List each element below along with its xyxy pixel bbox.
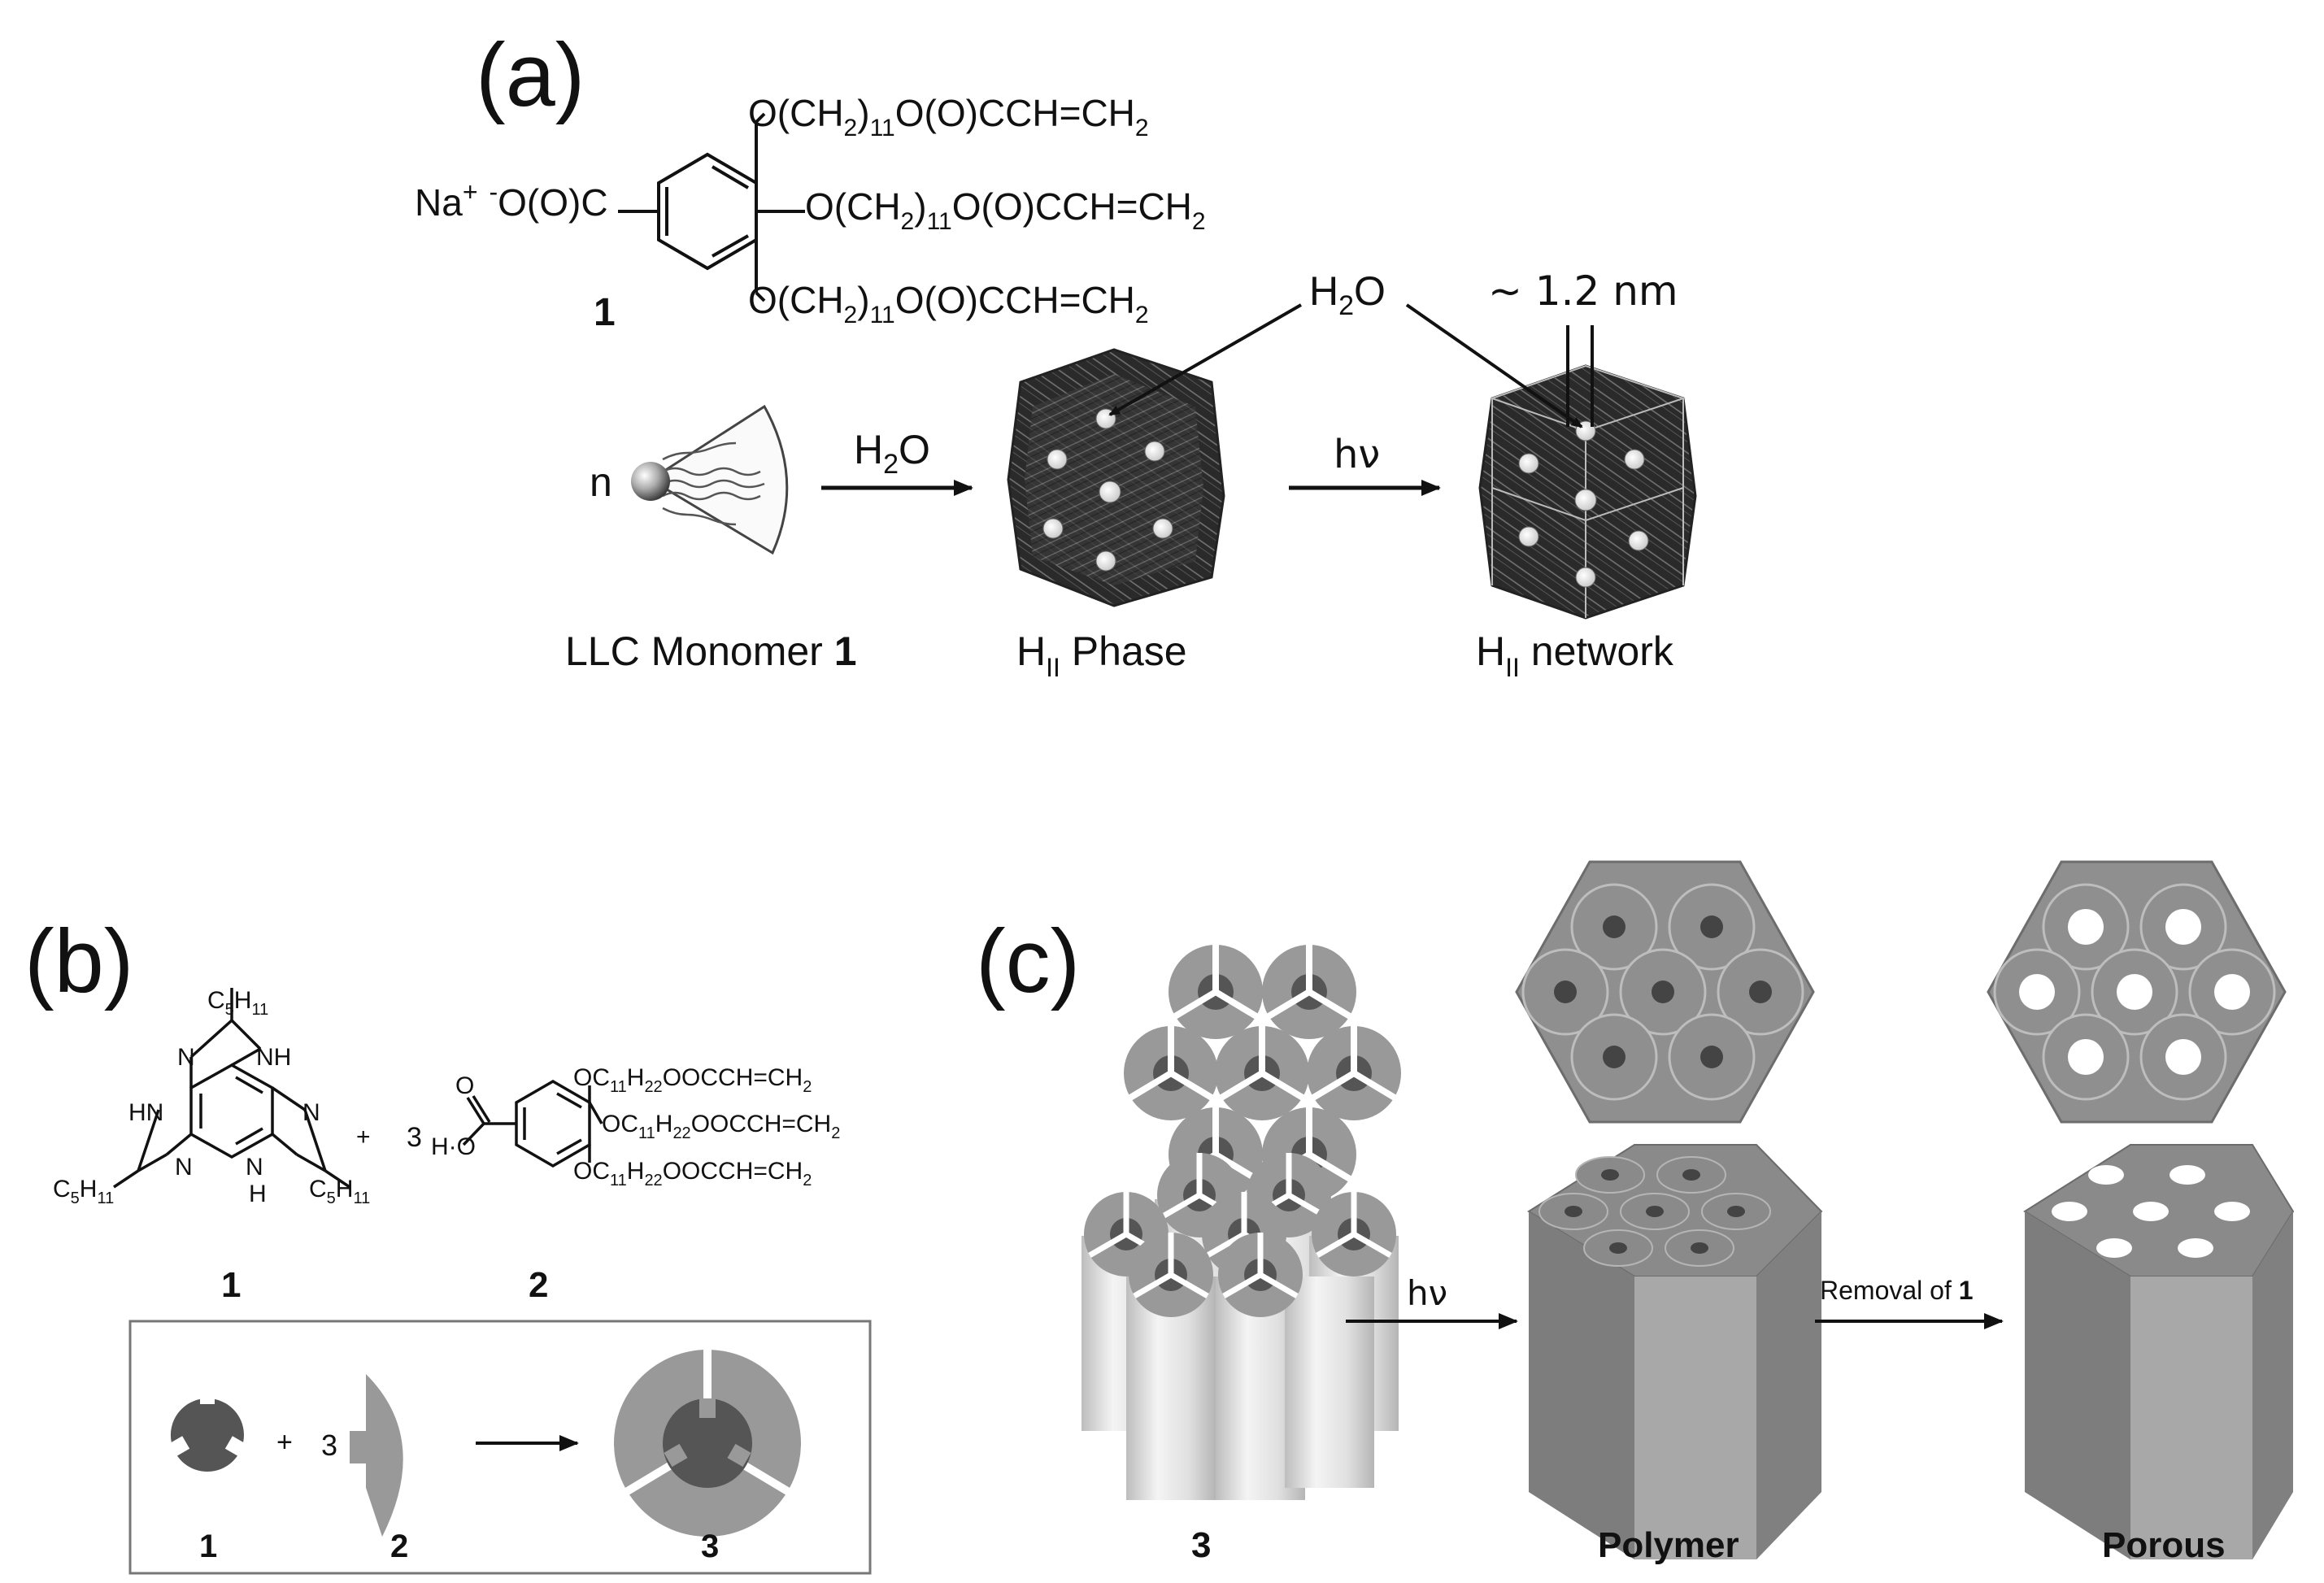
chain-b-bottom: OC11H22OOCCH=CH2 [573, 1158, 812, 1189]
panel-a-label: (a) [476, 25, 585, 125]
coefficient-3-b1: 3 [407, 1122, 422, 1153]
n-bottom-left: N [175, 1154, 193, 1181]
chain-b-top: OC11H22OOCCH=CH2 [573, 1064, 812, 1096]
h-bottom-mid: H [249, 1181, 267, 1207]
alkyl-left: C5H11 [53, 1176, 114, 1207]
caption-llc-monomer: LLC Monomer 1 [565, 628, 857, 674]
monomer-coefficient: n [590, 459, 612, 505]
monomer-1-structure [618, 112, 805, 302]
arrow-removal-label: Removal of 1 [1820, 1276, 1974, 1305]
chain-bottom: O(CH2)11O(O)CCH=CH2 [748, 279, 1149, 328]
coefficient-3-b2: 3 [321, 1429, 337, 1462]
chain-middle: O(CH2)11O(O)CCH=CH2 [805, 185, 1206, 235]
compound-number-1: 1 [594, 291, 616, 334]
compound-2-labels: O H·O OC11H22OOCCH=CH2 OC11H22OOCCH=CH2 … [431, 1064, 840, 1189]
acid-hydroxyl: H·O [431, 1133, 476, 1160]
panel-c-label: (c) [976, 911, 1080, 1011]
caption-hii-network: HII network [1476, 628, 1674, 682]
n-top-left: N [177, 1044, 195, 1071]
arrow-water-label: H2O [854, 427, 930, 480]
n-bottom-mid: N [246, 1154, 263, 1181]
panel-b: (b) C5H11 N [24, 911, 872, 1575]
carboxylate-group: Na+-O(O)C [415, 177, 608, 224]
polymer-hexagon-top-view [1515, 860, 1815, 1124]
hii-network-cube [1478, 364, 1697, 620]
n-right: N [302, 1099, 320, 1126]
plus-sign-b1: + [356, 1124, 371, 1150]
label-compound-2: 2 [529, 1265, 548, 1305]
arrow-hv-label: hν [1334, 432, 1380, 477]
compound-1-labels: C5H11 N NH HN N N N H C5H11 C5H11 [53, 987, 370, 1207]
cartoon-label-1: 1 [199, 1529, 217, 1564]
caption-3: 3 [1191, 1525, 1211, 1565]
caption-porous: Porous [2102, 1525, 2226, 1565]
water-pointer-phase [1108, 303, 1302, 416]
panel-a: (a) O(CH2)11O(O)CCH=CH2 O(CH2)11O(O)CCH=… [415, 25, 1697, 682]
pore-dimension-label: ~ 1.2 nm [1488, 267, 1678, 315]
caption-hii-phase: HII Phase [1016, 628, 1187, 682]
chain-b-middle: OC11H22OOCCH=CH2 [602, 1111, 840, 1142]
nh-top-right: NH [256, 1044, 291, 1071]
panel-c: (c) [976, 860, 2295, 1565]
cartoon-complex-3 [614, 1346, 801, 1537]
alkyl-right: C5H11 [309, 1176, 370, 1207]
headgroup-sphere [631, 462, 670, 501]
chain-top: O(CH2)11O(O)CCH=CH2 [748, 92, 1149, 141]
label-compound-1: 1 [221, 1265, 241, 1305]
alkyl-top: C5H11 [207, 987, 268, 1019]
water-pointer-label: H2O [1309, 268, 1386, 321]
llc-monomer-cartoon: n [590, 404, 789, 555]
compound-1-structure [113, 988, 350, 1189]
compound-2-structure [462, 1079, 603, 1168]
water-pointer-network [1405, 303, 1583, 428]
acid-carbonyl-o: O [455, 1072, 474, 1099]
caption-polymer: Polymer [1598, 1525, 1739, 1565]
hn-left: HN [128, 1099, 163, 1126]
columnar-assembly-3 [1081, 1153, 1399, 1500]
cartoon-label-3: 3 [701, 1529, 719, 1564]
porous-hexagon-top-view [1987, 860, 2287, 1124]
cartoon-core-1 [168, 1386, 247, 1472]
panel-b-label: (b) [24, 911, 133, 1011]
cartoon-label-2: 2 [390, 1529, 408, 1564]
hii-phase-cube [1007, 348, 1225, 607]
plus-sign-b2: + [276, 1427, 293, 1458]
porous-hexagonal-prism [2023, 1144, 2295, 1559]
polymer-hexagonal-prism [1527, 1144, 1823, 1559]
arrow-hv-c-label: hν [1407, 1273, 1447, 1313]
cartoon-wedge-2 [350, 1374, 403, 1537]
